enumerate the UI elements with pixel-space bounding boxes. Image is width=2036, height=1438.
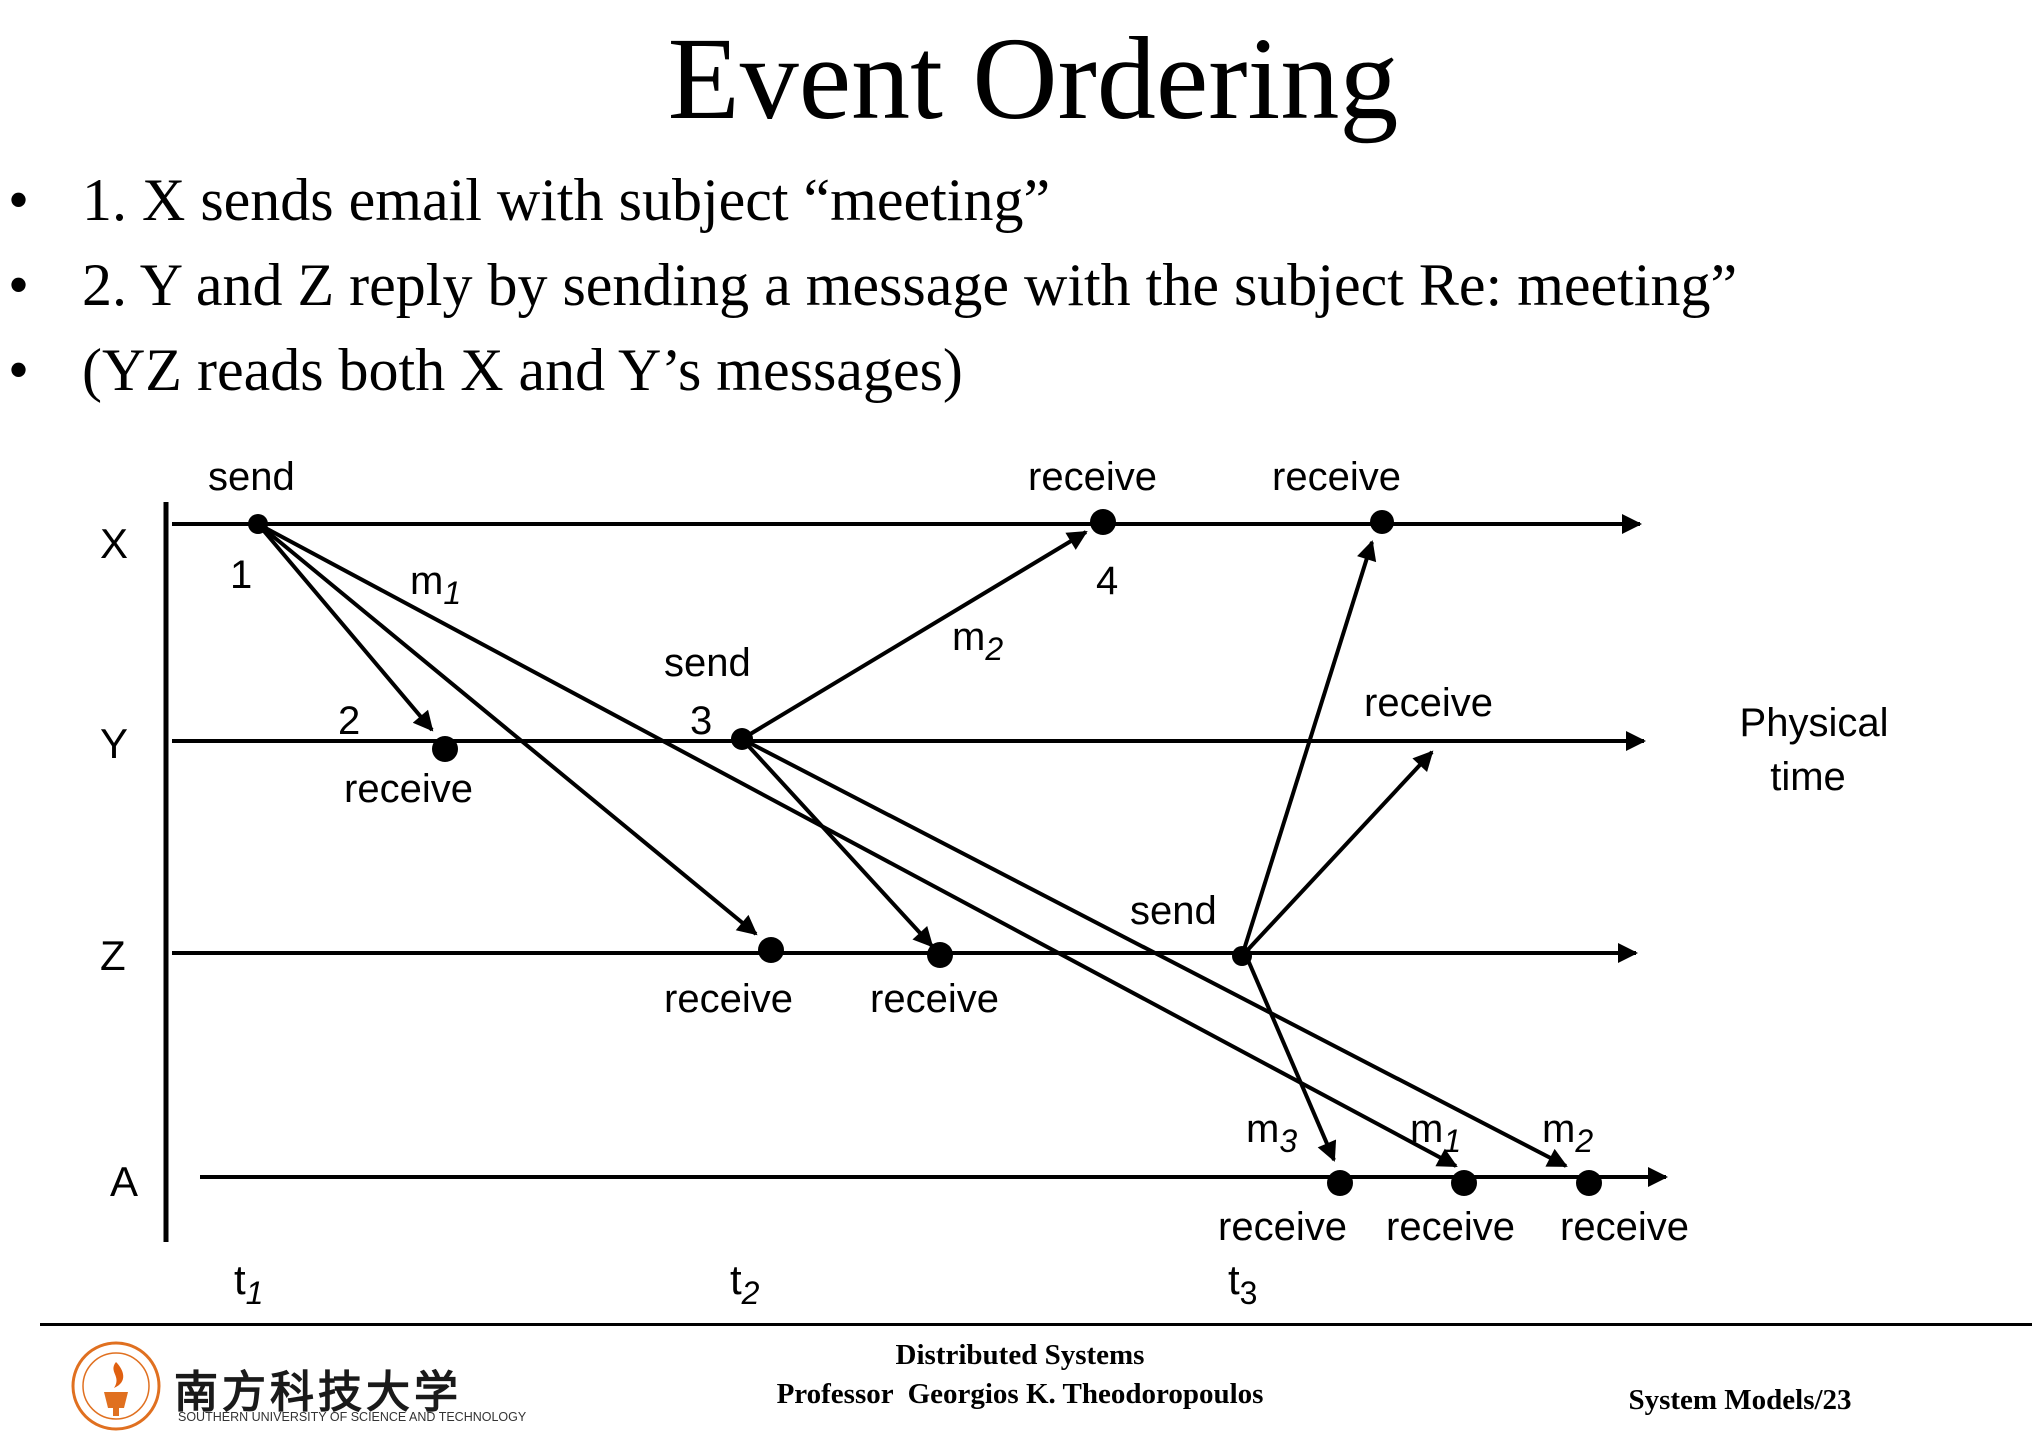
message-arrow-y-to-x bbox=[740, 530, 1088, 741]
event-number: 3 bbox=[690, 699, 712, 743]
message-arrow-z-to-y bbox=[1240, 750, 1434, 958]
message-label: m2 bbox=[1542, 1107, 1593, 1159]
physical-time-label: Physical bbox=[1740, 701, 1889, 745]
university-name-english: SOUTHERN UNIVERSITY OF SCIENCE AND TECHN… bbox=[178, 1410, 527, 1424]
university-logo: 南方科技大学 SOUTHERN UNIVERSITY OF SCIENCE AN… bbox=[70, 1340, 526, 1432]
event-label: receive bbox=[870, 977, 999, 1021]
physical-time-label: time bbox=[1770, 755, 1846, 799]
event-number: 1 bbox=[230, 553, 252, 597]
bullet-marker: • bbox=[8, 337, 30, 403]
event-label: receive bbox=[1364, 681, 1493, 725]
event-label: receive bbox=[1386, 1205, 1515, 1249]
event-label: send bbox=[1130, 889, 1217, 933]
event-label: receive bbox=[664, 977, 793, 1021]
message-arrow-y-to-a bbox=[741, 737, 1568, 1168]
event-dot-y-send bbox=[731, 728, 753, 750]
message-label: m1 bbox=[410, 559, 461, 611]
event-dot-x-send bbox=[248, 514, 268, 534]
bullet-text: 1. X sends email with subject “meeting” bbox=[82, 167, 1051, 233]
event-label: receive bbox=[344, 767, 473, 811]
slide-title: Event Ordering bbox=[667, 13, 1399, 144]
footer-page-number: System Models/23 bbox=[1628, 1384, 1852, 1416]
message-label: m2 bbox=[952, 615, 1003, 667]
bullet-item: • 2. Y and Z reply by sending a message w… bbox=[0, 243, 1737, 328]
time-label: t3 bbox=[1228, 1256, 1257, 1311]
process-label-y: Y bbox=[100, 720, 128, 767]
event-label: receive bbox=[1028, 455, 1157, 499]
event-dot-z-receive bbox=[927, 942, 953, 968]
bullet-marker: • bbox=[8, 252, 30, 318]
bullet-text: 2. Y and Z reply by sending a message wi… bbox=[82, 252, 1738, 318]
event-dot-x-receive bbox=[1090, 509, 1116, 535]
process-label-a: A bbox=[110, 1158, 138, 1205]
event-dot-z-receive bbox=[758, 937, 784, 963]
message-arrow-x-to-y bbox=[256, 522, 434, 732]
process-label-z: Z bbox=[100, 932, 126, 979]
event-dot-a-receive bbox=[1327, 1170, 1353, 1196]
event-label: receive bbox=[1560, 1205, 1689, 1249]
event-label: send bbox=[664, 641, 751, 685]
footer-course: Distributed Systems bbox=[895, 1339, 1145, 1371]
bullet-list: • 1. X sends email with subject “meeting”… bbox=[0, 158, 1737, 413]
event-label: receive bbox=[1218, 1205, 1347, 1249]
footer-professor: Professor Georgios K. Theodoropoulos bbox=[776, 1378, 1264, 1410]
bullet-text: (YZ reads both X and Y’s messages) bbox=[82, 337, 963, 403]
message-label: m3 bbox=[1246, 1107, 1297, 1159]
event-number: 2 bbox=[338, 699, 360, 743]
time-label: t2 bbox=[730, 1256, 760, 1311]
bullet-item: • (YZ reads both X and Y’s messages) bbox=[0, 328, 1737, 413]
message-arrow-z-to-x bbox=[1240, 540, 1377, 957]
event-label: receive bbox=[1272, 455, 1401, 499]
message-label: m1 bbox=[1410, 1107, 1461, 1159]
footer-course-info: Distributed Systems Professor Georgios K… bbox=[700, 1336, 1340, 1414]
event-dot-z-send bbox=[1232, 946, 1252, 966]
message-arrow-x-to-a bbox=[257, 522, 1458, 1168]
event-dot-a-receive bbox=[1451, 1170, 1477, 1196]
message-arrow-x-to-z bbox=[256, 522, 758, 936]
university-name-chinese: 南方科技大学 bbox=[174, 1367, 462, 1418]
university-emblem-icon bbox=[71, 1341, 161, 1431]
bullet-item: • 1. X sends email with subject “meeting” bbox=[0, 158, 1737, 243]
message-arrow-y-to-z bbox=[740, 737, 934, 948]
event-dot-y-receive bbox=[432, 736, 458, 762]
event-dot-x-receive bbox=[1370, 510, 1394, 534]
event-number: 4 bbox=[1096, 559, 1118, 603]
event-label: send bbox=[208, 455, 295, 499]
event-dot-a-receive bbox=[1576, 1170, 1602, 1196]
process-label-x: X bbox=[100, 520, 128, 567]
bullet-marker: • bbox=[8, 167, 30, 233]
footer-divider bbox=[40, 1323, 2032, 1326]
time-label: t1 bbox=[234, 1256, 263, 1311]
message-arrow-z-to-a bbox=[1246, 959, 1337, 1162]
